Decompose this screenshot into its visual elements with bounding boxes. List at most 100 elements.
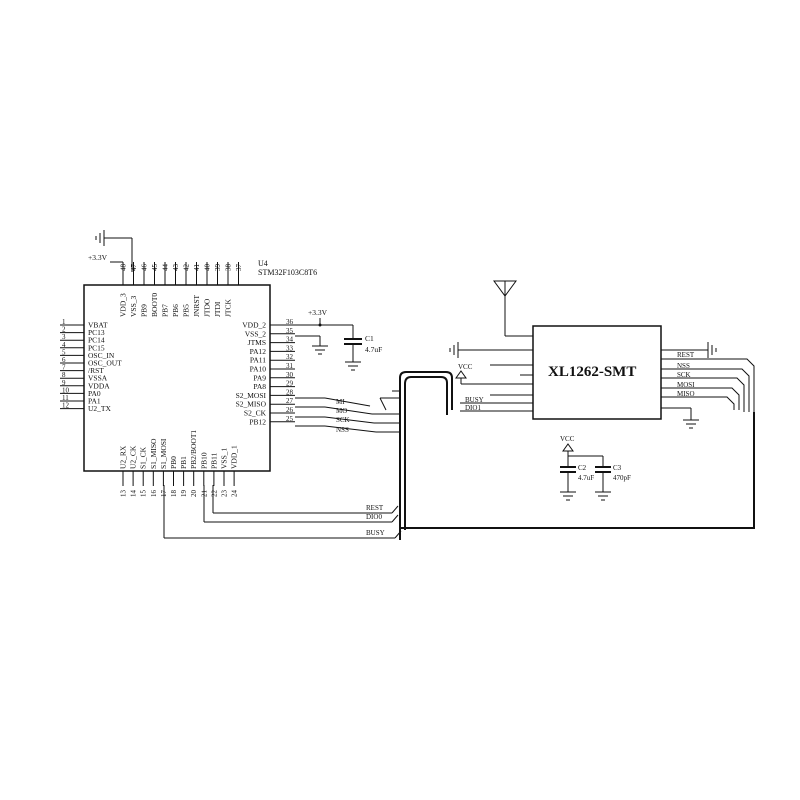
pin-label: PA9 [253, 373, 266, 382]
signal-bus [399, 371, 755, 540]
mcu-right-power: +3.3V C1 4.7uF [295, 308, 382, 371]
ground-icon [595, 491, 611, 501]
c3-ref: C3 [613, 464, 622, 472]
pin-label: JTCK [224, 298, 233, 317]
pin-label: S2_MISO [236, 400, 267, 409]
pin-number: 33 [286, 344, 294, 352]
c3-value: 470pF [613, 474, 631, 482]
pin-number: 8 [62, 371, 66, 379]
lora-dio1-label: DIO1 [465, 404, 481, 412]
pin-number: 44 [162, 264, 170, 272]
pin-label: OSC_OUT [88, 359, 122, 368]
lora-nss-label: NSS [677, 362, 690, 370]
pin-label: VSSA [88, 374, 108, 383]
pin-label: PA10 [250, 365, 267, 374]
pin-label: U2_CK [129, 445, 138, 469]
pin-number: 36 [286, 318, 294, 326]
pin-number: 15 [140, 490, 148, 498]
vcc-left-label: VCC [458, 363, 473, 371]
ground-icon [449, 342, 459, 358]
spi-label-sck: SCK [336, 416, 350, 424]
c1-value: 4.7uF [365, 345, 382, 354]
pin-label: PB7 [161, 304, 170, 317]
mcu-body [83, 284, 271, 472]
ground-icon [312, 345, 328, 355]
pin-label: VSS_1 [220, 447, 229, 469]
pin-number: 28 [286, 388, 294, 396]
pin-label: PA12 [250, 347, 267, 356]
pin-label: PC14 [88, 336, 105, 345]
pin-label: VSS_2 [245, 329, 267, 338]
pin-label: PA0 [88, 389, 101, 398]
pin-number: 11 [62, 394, 69, 402]
pin-number: 26 [286, 406, 294, 414]
pin-number: 40 [204, 264, 212, 272]
pin-label: PB6 [171, 304, 180, 317]
pin-number: 18 [170, 490, 178, 498]
mcu-top-pins: 48VDD_347VSS_346PB945BOOT044PB743PB642PB… [119, 262, 243, 317]
lora-module: XL1262-SMT VCC BUSY DIO1 REST NSS SCK MO… [449, 280, 755, 429]
pin-label: VSS_3 [129, 295, 138, 317]
mcu-top-power: +3.3V [88, 230, 133, 272]
ground-icon [683, 419, 699, 429]
pin-number: 41 [193, 264, 201, 272]
pin-label: S2_MOSI [236, 391, 267, 400]
pin-number: 3 [62, 333, 66, 341]
net-label-dio0: DIO0 [366, 513, 382, 521]
pin-number: 45 [151, 264, 159, 272]
pin-number: 37 [235, 264, 243, 272]
pin-number: 20 [190, 490, 198, 498]
ground-icon [707, 342, 717, 358]
pin-label: OSC_IN [88, 351, 115, 360]
pin-number: 29 [286, 380, 294, 388]
pin-label: PB11 [209, 452, 218, 469]
pin-label: VDDA [88, 381, 110, 390]
capacitor-c3 [595, 466, 611, 492]
pin-number: 23 [221, 490, 229, 498]
mcu-ref: U4 [258, 259, 268, 268]
v33-top-label: +3.3V [88, 253, 108, 262]
ground-icon [95, 230, 105, 246]
c2-ref: C2 [578, 464, 587, 472]
pin-number: 19 [180, 490, 188, 498]
pin-label: VBAT [88, 321, 108, 330]
pin-number: 38 [225, 264, 233, 272]
pin-label: PB2/BOOT1 [189, 430, 198, 469]
pin-number: 10 [62, 386, 70, 394]
lora-body [532, 325, 662, 420]
ground-icon [560, 491, 576, 501]
pin-number: 24 [231, 490, 239, 498]
pin-label: JTDO [203, 298, 212, 317]
pin-number: 32 [286, 353, 294, 361]
spi-label-mi: MI [336, 398, 345, 406]
pin-number: 31 [286, 362, 294, 370]
pin-number: 46 [141, 264, 149, 272]
pin-number: 5 [62, 348, 66, 356]
pin-number: 22 [210, 490, 218, 498]
lora-busy-label: BUSY [465, 396, 484, 404]
pin-number: 47 [130, 264, 138, 272]
pin-number: 43 [172, 264, 180, 272]
vcc-caps-label: VCC [560, 435, 575, 443]
pin-label: /RST [88, 366, 104, 375]
v33-right-label: +3.3V [308, 308, 328, 317]
ground-icon [345, 361, 361, 371]
pin-label: PC15 [88, 343, 105, 352]
mcu-bottom-pins: 13U2_RX14U2_CK15S1_CK16S1_MISO17S1_MOSI1… [119, 430, 239, 497]
pin-label: U2_RX [119, 445, 128, 469]
pin-label: PB1 [179, 456, 188, 469]
c1-ref: C1 [365, 334, 374, 343]
decoupling-caps: VCC C2 4.7uF C3 470pF [560, 435, 631, 501]
pin-label: S1_CK [139, 446, 148, 469]
spi-label-nss: NSS [336, 426, 349, 434]
net-label-rest: REST [366, 504, 384, 512]
pin-label: VDD_3 [119, 293, 128, 317]
pin-number: 42 [183, 264, 191, 272]
capacitor-c2 [560, 466, 576, 492]
pin-number: 1 [62, 318, 66, 326]
pin-label: VDD_2 [242, 321, 266, 330]
pin-number: 9 [62, 379, 66, 387]
pin-number: 16 [150, 490, 158, 498]
